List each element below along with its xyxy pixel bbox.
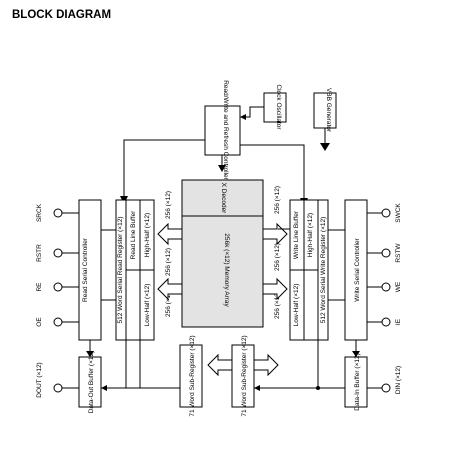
pin-rstw[interactable]: RSTW: [367, 243, 402, 263]
pin-ie-label: IE: [395, 318, 402, 325]
pin-re[interactable]: RE: [36, 282, 79, 292]
read-line-buffer-label: Read Line Buffer: [130, 210, 137, 259]
bus-arrows-right: [262, 222, 292, 301]
rw-refresh-controller: Read/Write and Refresh Controller: [204, 80, 241, 181]
write-register-label: 512 Word Serial Write Register (×12): [320, 217, 327, 324]
read-low-half-label: Low-Half (×12): [144, 284, 151, 327]
write-low-half-label: Low-Half (×12): [293, 284, 300, 327]
read-high-half-label: High-Half (×12): [144, 213, 151, 257]
data-in-buffer-label: Data-In Buffer (×12): [354, 353, 361, 411]
read-register-block: 512 Word Serial Read Register (×12) Read…: [115, 199, 155, 341]
right-pin-group: SWCK RSTW WE IE: [367, 203, 402, 327]
pin-we[interactable]: WE: [367, 281, 402, 292]
vbb-generator-label: VBB Generator: [325, 88, 332, 133]
memory-array-block: X Decoder 256k (×12) Memory Array: [181, 179, 264, 328]
write-high-half-label: High-Half (×12): [307, 213, 314, 257]
pin-swck-label: SWCK: [395, 203, 402, 223]
bus-label: 256 (×12): [165, 248, 172, 276]
x-decoder-label: X Decoder: [220, 183, 227, 215]
data-out-buffer-label: Data-Out Buffer (×12): [88, 351, 95, 414]
left-pin-group: SRCK RSTR RE OE: [36, 203, 79, 327]
pin-din[interactable]: DIN (×12): [367, 366, 402, 394]
read-serial-controller: Read Serial Controller: [78, 199, 102, 341]
sub-register-right-label: 71 Word Sub-Register (×12): [241, 335, 248, 416]
sub-register-left-label: 71 Word Sub-Register (×12): [189, 335, 196, 416]
pin-re-label: RE: [36, 282, 43, 292]
pin-rstw-label: RSTW: [395, 243, 402, 263]
bus-label: 256 (×12): [274, 291, 281, 319]
data-in-buffer: Data-In Buffer (×12): [344, 353, 368, 411]
bus-arrows-left: [157, 222, 183, 301]
clock-oscillator-label: Clock Oscillator: [275, 84, 282, 130]
pin-rstr-label: RSTR: [36, 244, 43, 262]
pin-dout-label: DOUT (×12): [36, 362, 43, 397]
pin-ie[interactable]: IE: [367, 317, 402, 327]
pin-srck-label: SRCK: [36, 203, 43, 222]
memory-array-label: 256k (×12) Memory Array: [223, 233, 230, 307]
bus-label: 256 (×12): [165, 191, 172, 219]
rw-refresh-label: Read/Write and Refresh Controller: [222, 80, 229, 180]
pin-rstr[interactable]: RSTR: [36, 244, 79, 262]
vbb-generator: VBB Generator: [313, 88, 337, 133]
sub-register-left: 71 Word Sub-Register (×12): [179, 335, 203, 417]
pin-oe-label: OE: [36, 317, 43, 327]
diagram-title: BLOCK DIAGRAM: [12, 9, 111, 21]
pin-oe[interactable]: OE: [36, 317, 79, 327]
read-register-label: 512 Word Serial Read Register (×12): [117, 216, 124, 323]
sub-register-right: 71 Word Sub-Register (×12): [231, 335, 255, 417]
pin-we-label: WE: [395, 281, 402, 292]
pin-din-label: DIN (×12): [395, 366, 402, 394]
pin-dout[interactable]: DOUT (×12): [36, 362, 79, 398]
write-line-buffer-label: Write Line Buffer: [293, 210, 300, 259]
bus-label: 256 (×12): [274, 243, 281, 271]
write-serial-controller: Write Serial Controller: [344, 199, 368, 341]
data-out-buffer: Data-Out Buffer (×12): [78, 351, 102, 414]
pin-srck[interactable]: SRCK: [36, 203, 79, 222]
clock-oscillator: Clock Oscillator: [263, 84, 287, 130]
write-controller-label: Write Serial Controller: [354, 237, 361, 301]
pin-swck[interactable]: SWCK: [367, 203, 402, 223]
bus-label: 256 (×12): [165, 289, 172, 317]
bus-label: 256 (×12): [274, 186, 281, 214]
read-controller-label: Read Serial Controller: [82, 237, 89, 302]
write-register-block: Write Line Buffer High-Half (×12) Low-Ha…: [289, 199, 329, 341]
